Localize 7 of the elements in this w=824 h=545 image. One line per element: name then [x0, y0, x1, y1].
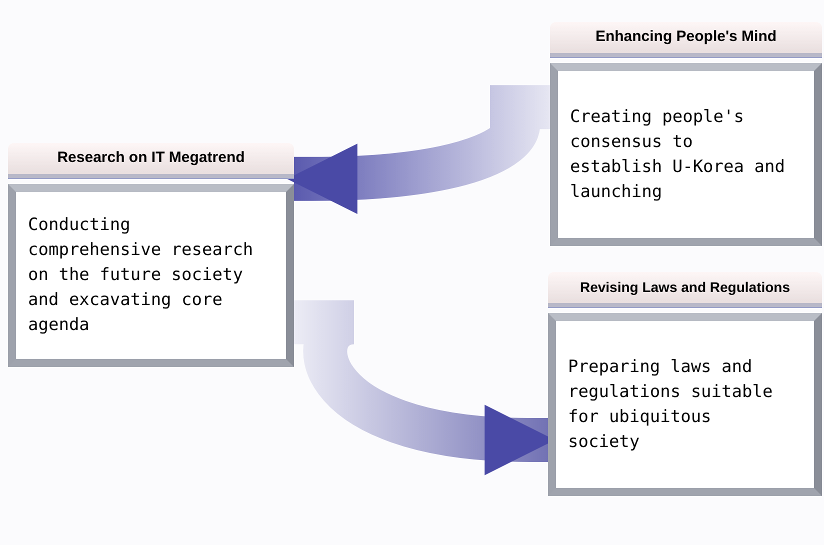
description-panel: Preparing laws and regulations suitable for ubiquitous society — [548, 313, 822, 496]
curved-arrow — [286, 85, 550, 214]
description-panel: Creating people's consensus to establish U-Korea and launching — [550, 63, 822, 246]
description-panel: Conducting comprehensive research on the future society and excavating core agenda — [8, 184, 294, 367]
card-header: Enhancing People's Mind — [550, 22, 822, 57]
card-header: Research on IT Megatrend — [8, 143, 294, 178]
card-header: Revising Laws and Regulations — [548, 272, 822, 307]
